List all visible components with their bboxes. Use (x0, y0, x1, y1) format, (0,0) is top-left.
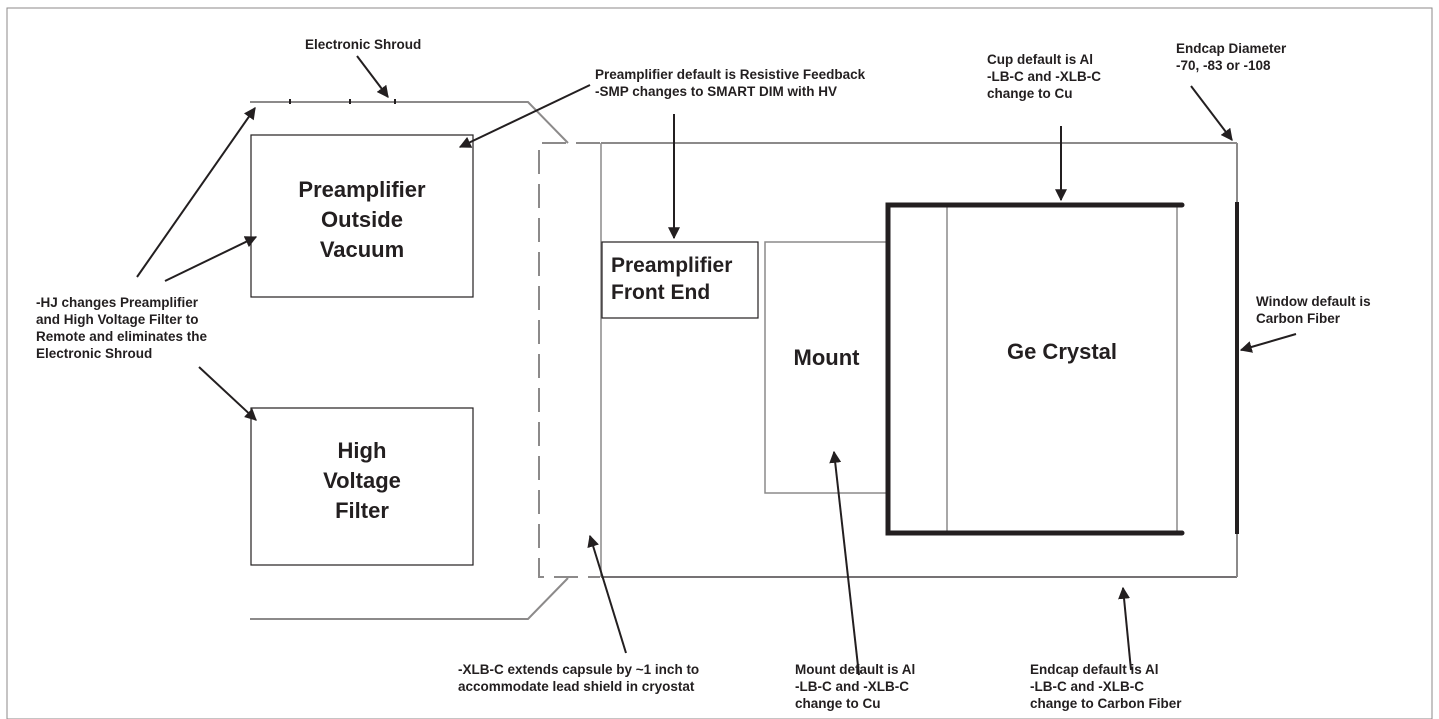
mount-label: Mount (793, 345, 860, 370)
shroud-ticks (289, 99, 396, 104)
electronic-shroud-top (250, 101, 569, 144)
hj-annotation: -HJ changes Preamplifier and High Voltag… (36, 295, 208, 361)
cup-annotation: Cup default is Al -LB-C and -XLB-C chang… (987, 52, 1101, 101)
hv-filter-label: High Voltage Filter (323, 438, 401, 523)
xlb-annotation: -XLB-C extends capsule by ~1 inch to acc… (458, 662, 700, 694)
endcap-diameter-annotation: Endcap Diameter -70, -83 or -108 (1176, 41, 1287, 73)
preamp-outside-box (250, 134, 474, 298)
crystal-cup (885, 202, 1185, 536)
arrow-hj-shroud (136, 107, 256, 278)
arrow-xlb (587, 534, 627, 654)
endcap-default-annotation: Endcap default is Al -LB-C and -XLB-C ch… (1030, 662, 1182, 711)
arrow-hj-preamp (164, 236, 258, 282)
preamp-front-box (601, 241, 759, 319)
arrow-endcap (1118, 586, 1132, 671)
preamp-front-label: Preamplifier Front End (611, 254, 733, 304)
capsule-extension-dashed (538, 142, 600, 578)
mount-default-annotation: Mount default is Al -LB-C and -XLB-C cha… (795, 662, 916, 711)
outer-frame (6, 7, 1433, 719)
electronic-shroud-bottom (250, 577, 569, 620)
arrow-endcap-diameter (1190, 85, 1233, 141)
arrow-preamp-default (458, 84, 591, 148)
window-annotation: Window default is Carbon Fiber (1256, 294, 1371, 326)
preamp-default-annotation: Preamplifier default is Resistive Feedba… (595, 67, 866, 99)
arrows (136, 55, 1297, 676)
arrow-mount (829, 450, 860, 676)
arrow-hj-hv (198, 366, 257, 421)
arrow-window (1239, 333, 1297, 353)
ge-crystal-label: Ge Crystal (1006, 339, 1118, 364)
shroud-annotation: Electronic Shroud (305, 37, 422, 52)
arrow-shroud (356, 55, 389, 98)
hv-filter-box (250, 407, 474, 566)
preamp-outside-label: Preamplifier Outside Vacuum (298, 177, 426, 262)
